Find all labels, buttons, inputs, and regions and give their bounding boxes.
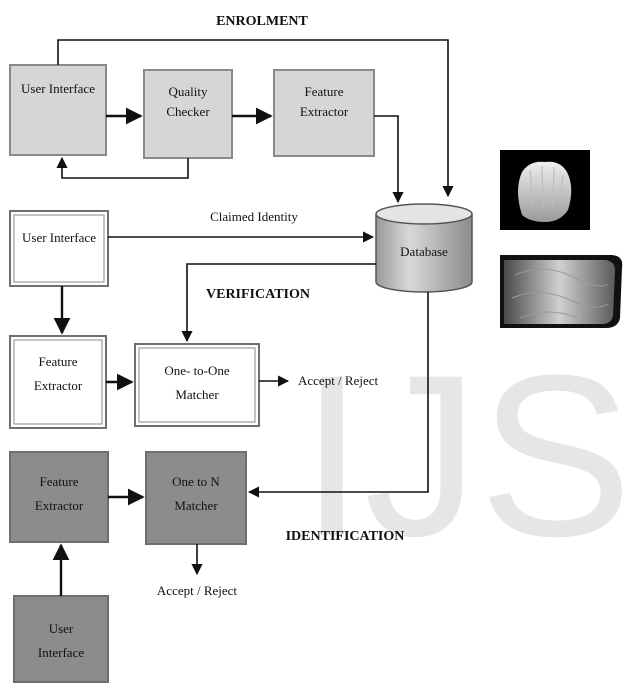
arrow-quality-feedback <box>62 158 188 178</box>
database-cylinder: Database <box>376 204 472 292</box>
one-to-n-matcher-box: One to N Matcher <box>146 452 246 544</box>
verification-title: VERIFICATION <box>206 287 310 302</box>
enrolment-user-interface-box: User Interface <box>10 65 106 155</box>
verification-user-interface-label: User Interface <box>22 230 96 245</box>
enrolment-feature-extractor-label-2: Extractor <box>300 104 349 119</box>
identification-feature-extractor-box: Feature Extractor <box>10 452 108 542</box>
database-label: Database <box>400 244 448 259</box>
enrolment-feature-extractor-label-1: Feature <box>305 84 344 99</box>
identification-title: IDENTIFICATION <box>286 529 405 544</box>
verification-user-interface-box: User Interface <box>10 211 108 286</box>
arrow-extractor-to-database <box>374 116 398 202</box>
one-to-n-matcher-label-1: One to N <box>172 474 220 489</box>
identification-result-label: Accept / Reject <box>157 583 238 598</box>
verification-result-label: Accept / Reject <box>298 373 379 388</box>
identification-feature-extractor-label-1: Feature <box>40 474 79 489</box>
verification-feature-extractor-box: Feature Extractor <box>10 336 106 428</box>
hand-image-bottom <box>500 255 622 328</box>
claimed-identity-label: Claimed Identity <box>210 209 298 224</box>
quality-checker-box: Quality Checker <box>144 70 232 158</box>
identification-user-interface-box: User Interface <box>14 596 108 682</box>
verification-feature-extractor-label-1: Feature <box>39 354 78 369</box>
arrow-ui-to-database-top <box>58 40 448 196</box>
enrolment-user-interface-label: User Interface <box>21 81 95 96</box>
one-to-one-matcher-box: One- to-One Matcher <box>135 344 259 426</box>
one-to-n-matcher-label-2: Matcher <box>174 498 218 513</box>
hand-image-top <box>500 150 590 230</box>
quality-checker-label-1: Quality <box>169 84 208 99</box>
verification-feature-extractor-label-2: Extractor <box>34 378 83 393</box>
identification-feature-extractor-label-2: Extractor <box>35 498 84 513</box>
quality-checker-label-2: Checker <box>166 104 210 119</box>
identification-user-interface-label-2: Interface <box>38 645 84 660</box>
enrolment-feature-extractor-box: Feature Extractor <box>274 70 374 156</box>
identification-user-interface-label-1: User <box>49 621 74 636</box>
one-to-one-matcher-label-2: Matcher <box>175 387 219 402</box>
watermark: IJS <box>300 327 626 584</box>
enrolment-title: ENROLMENT <box>216 14 308 29</box>
one-to-one-matcher-label-1: One- to-One <box>164 363 230 378</box>
